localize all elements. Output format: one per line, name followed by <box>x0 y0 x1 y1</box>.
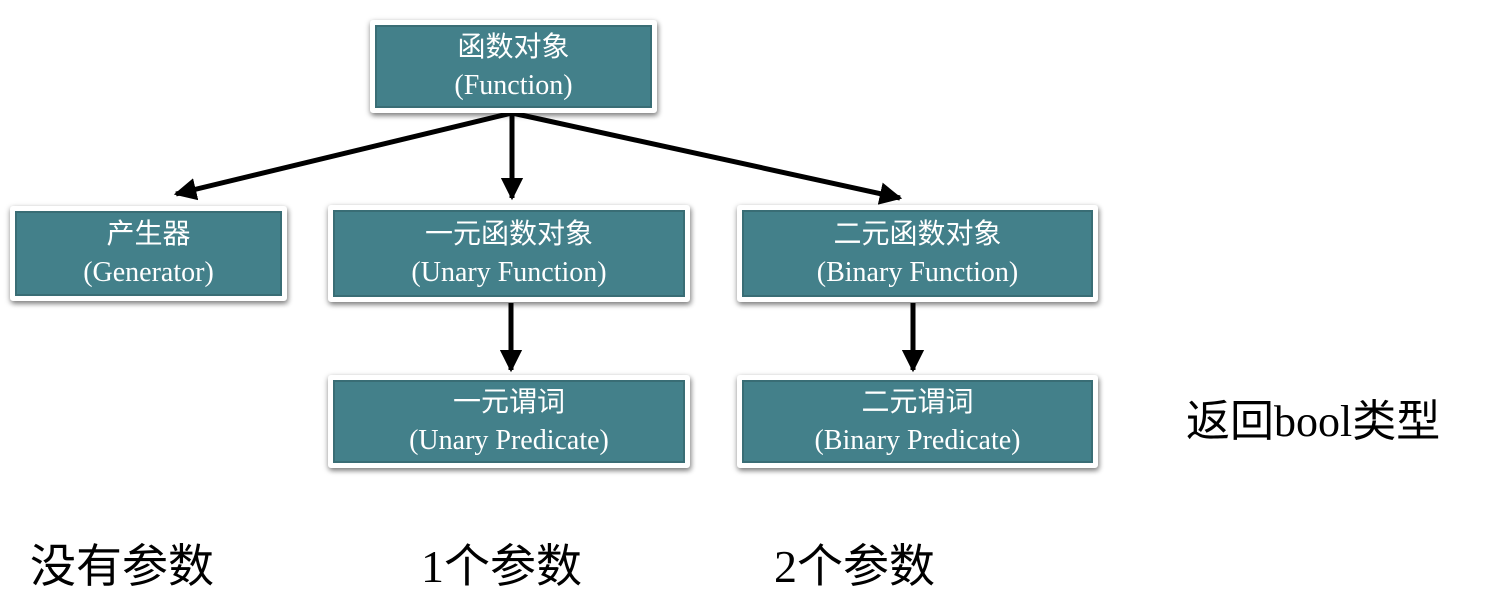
node-unary-predicate-title-zh: 一元谓词 <box>452 386 565 418</box>
node-binary-predicate-title-en: (Binary Predicate) <box>814 424 1021 456</box>
node-unary-function-title-zh: 一元函数对象 <box>424 218 593 250</box>
node-unary-predicate: 一元谓词 (Unary Predicate) <box>328 375 690 468</box>
node-binary-function: 二元函数对象 (Binary Function) <box>737 205 1098 302</box>
annotation-two-params: 2个参数 <box>774 541 935 592</box>
node-function-title-en: (Function) <box>454 69 573 101</box>
node-generator-title-zh: 产生器 <box>106 218 191 250</box>
node-generator-title-en: (Generator) <box>83 256 214 288</box>
node-unary-predicate-title-en: (Unary Predicate) <box>409 424 609 456</box>
annotation-returns-bool: 返回bool类型 <box>1186 397 1441 446</box>
node-binary-function-title-zh: 二元函数对象 <box>833 218 1002 250</box>
arrow-function-to-binary-function <box>511 110 903 205</box>
node-binary-function-title-en: (Binary Function) <box>816 256 1019 288</box>
node-binary-predicate: 二元谓词 (Binary Predicate) <box>737 375 1098 468</box>
node-unary-function-title-en: (Unary Function) <box>411 256 607 288</box>
node-unary-function: 一元函数对象 (Unary Function) <box>328 205 690 302</box>
node-function-title-zh: 函数对象 <box>457 31 570 63</box>
node-binary-predicate-title-zh: 二元谓词 <box>861 386 974 418</box>
annotation-one-param: 1个参数 <box>421 541 582 592</box>
node-function: 函数对象 (Function) <box>370 20 657 113</box>
arrow-function-to-generator <box>173 110 513 201</box>
annotation-no-params: 没有参数 <box>30 541 214 592</box>
node-generator: 产生器 (Generator) <box>10 206 287 301</box>
